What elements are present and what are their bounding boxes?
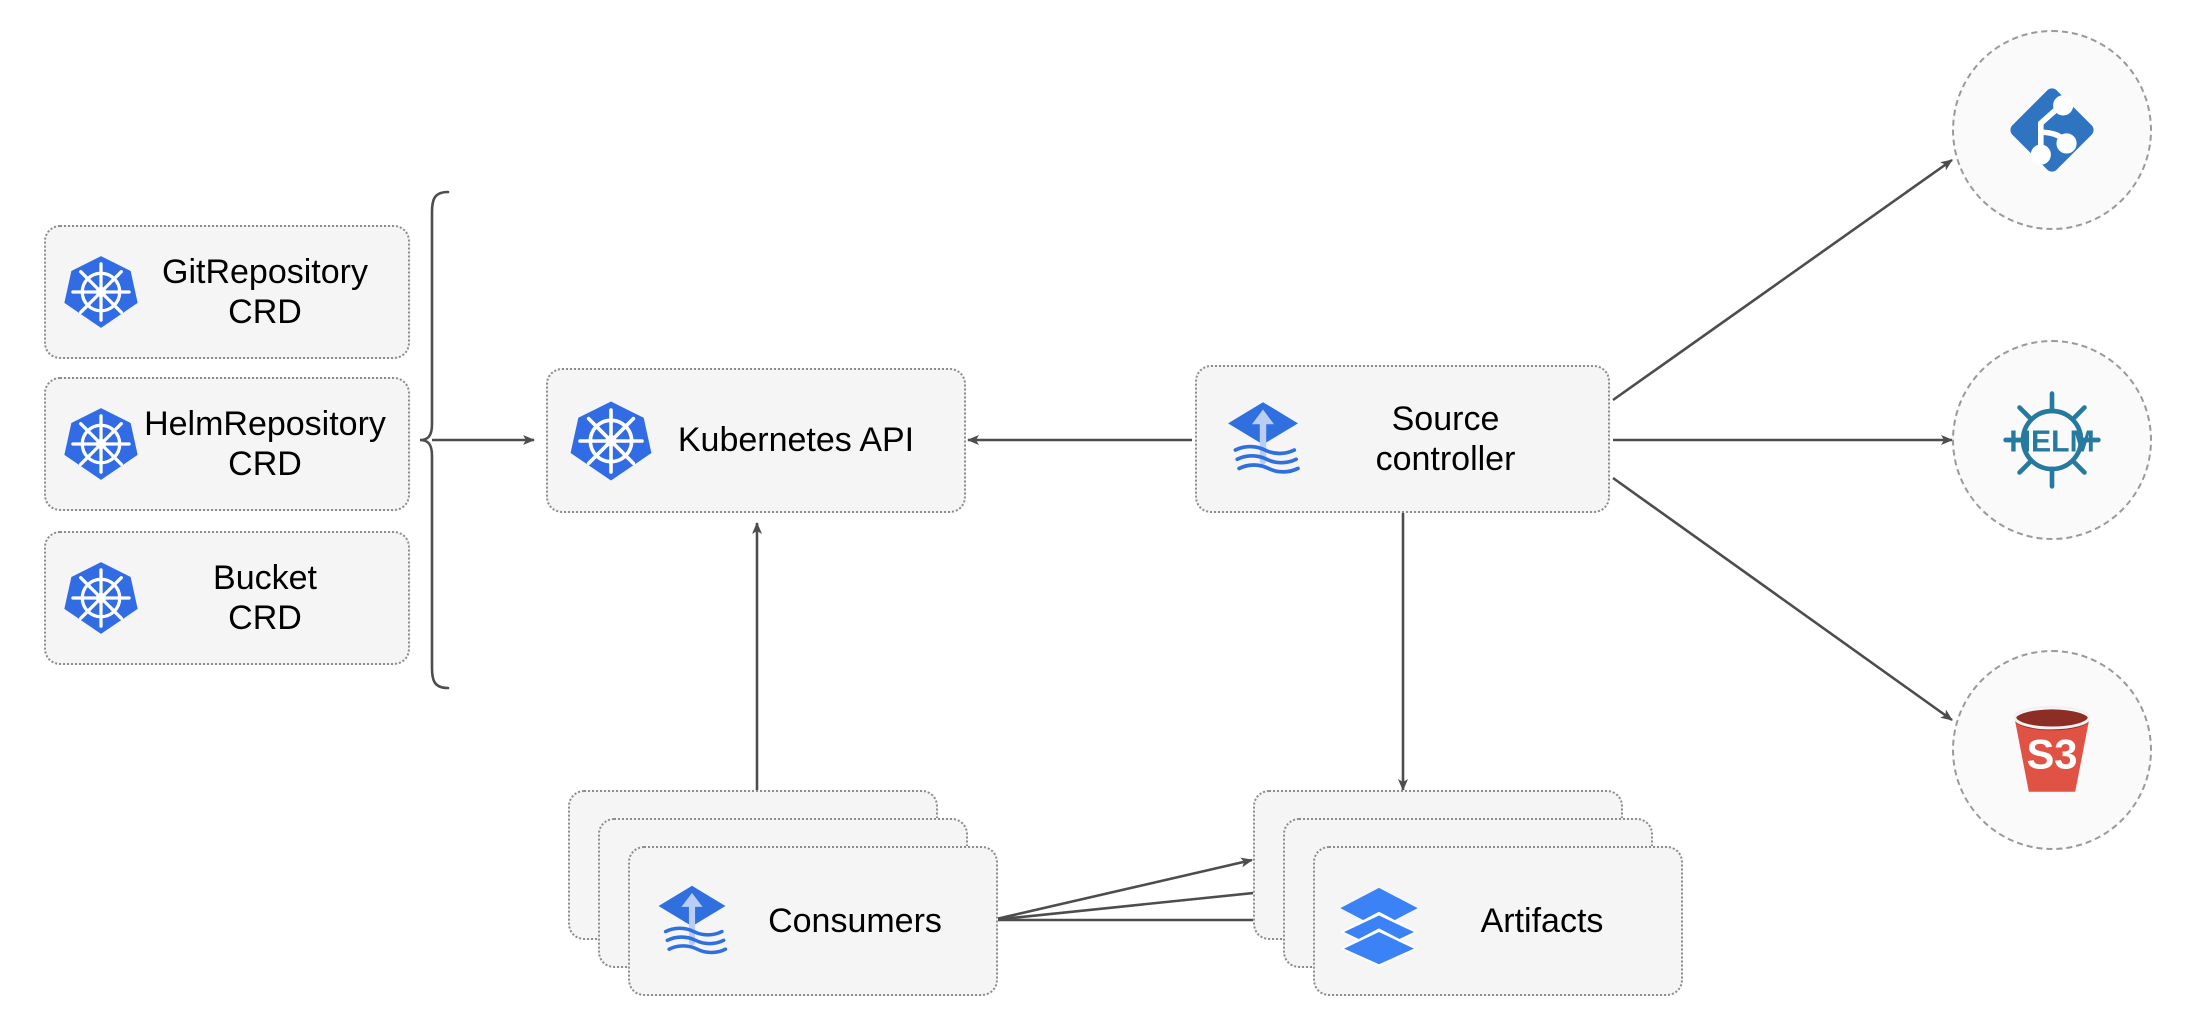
crd-label: GitRepository CRD xyxy=(162,252,368,331)
s3-wordmark: S3 xyxy=(2026,731,2077,778)
source-s3-circle[interactable]: S3 xyxy=(1952,650,2152,850)
crd-label: HelmRepository CRD xyxy=(144,404,386,483)
crd-gitrepository[interactable]: GitRepository CRD xyxy=(44,225,410,359)
crd-bucket[interactable]: Bucket CRD xyxy=(44,531,410,665)
source-helm-circle[interactable]: HELM xyxy=(1952,340,2152,540)
kubernetes-icon xyxy=(62,405,140,483)
s3-icon: S3 xyxy=(1994,692,2110,808)
source-controller-node[interactable]: Source controller xyxy=(1195,365,1610,513)
kubernetes-icon xyxy=(568,398,654,484)
layers-icon xyxy=(1333,875,1425,967)
consumers-label: Consumers xyxy=(768,901,942,940)
helm-wordmark: HELM xyxy=(2009,426,2094,459)
flux-icon xyxy=(1217,393,1309,485)
crd-group-brace xyxy=(419,190,450,690)
artifacts-node[interactable]: Artifacts xyxy=(1313,846,1683,996)
kubernetes-api-node[interactable]: Kubernetes API xyxy=(546,368,966,513)
edge-source-to-s3 xyxy=(1612,476,1953,722)
kubernetes-icon xyxy=(62,253,140,331)
crd-label: Bucket CRD xyxy=(213,558,317,637)
consumers-node[interactable]: Consumers xyxy=(628,846,998,996)
kubernetes-api-label: Kubernetes API xyxy=(677,421,915,460)
helm-icon: HELM xyxy=(1994,382,2110,498)
crd-helmrepository[interactable]: HelmRepository CRD xyxy=(44,377,410,511)
flux-icon xyxy=(648,877,736,965)
artifacts-label: Artifacts xyxy=(1480,901,1604,940)
source-controller-label: Source controller xyxy=(1375,399,1516,478)
git-icon xyxy=(1996,74,2108,186)
kubernetes-icon xyxy=(62,559,140,637)
source-git-circle[interactable] xyxy=(1952,30,2152,230)
edge-source-to-git xyxy=(1612,158,1953,402)
